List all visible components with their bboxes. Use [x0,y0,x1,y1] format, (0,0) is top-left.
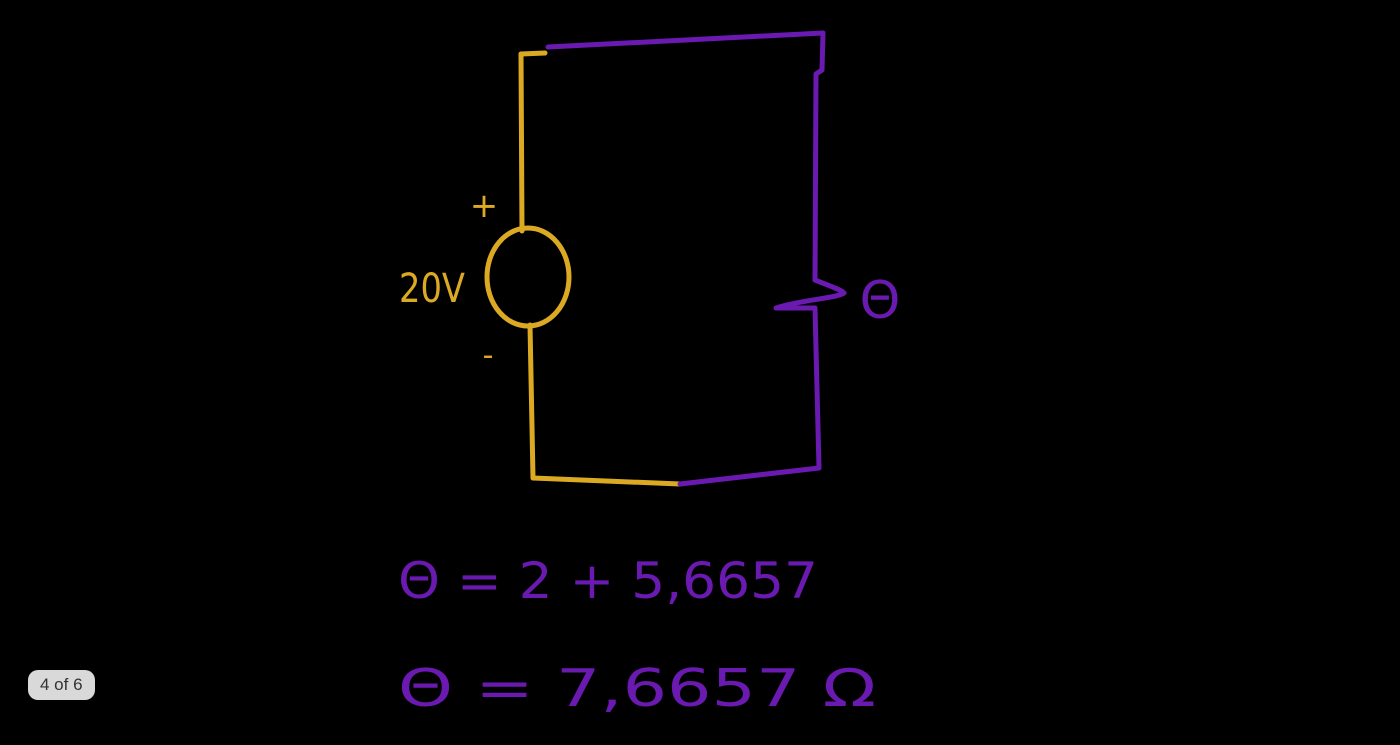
source-lower-wire [527,322,536,481]
right-lower-wire [812,305,822,471]
load-wires [545,30,847,487]
voltage-source-symbol [484,225,572,329]
resistor-label: Θ [860,271,901,331]
bottom-wire-purple [677,465,822,487]
source-wires [518,50,683,487]
source-upper-wire [518,51,525,234]
resistor-symbol [773,277,847,311]
equation-line-2: Θ = 7,6657 Ω [398,659,876,719]
right-upper-wire [812,30,826,283]
bottom-wire-yellow [530,475,683,487]
source-voltage-label: 20V [399,266,466,312]
minus-sign: - [483,338,494,373]
source-top-stub [518,50,548,57]
equation-line-1: Θ = 2 + 5,6657 [398,552,818,610]
page-indicator-badge: 4 of 6 [28,670,95,700]
top-wire [545,30,826,50]
plus-sign: + [470,186,499,226]
page-indicator-label: 4 of 6 [40,675,83,694]
